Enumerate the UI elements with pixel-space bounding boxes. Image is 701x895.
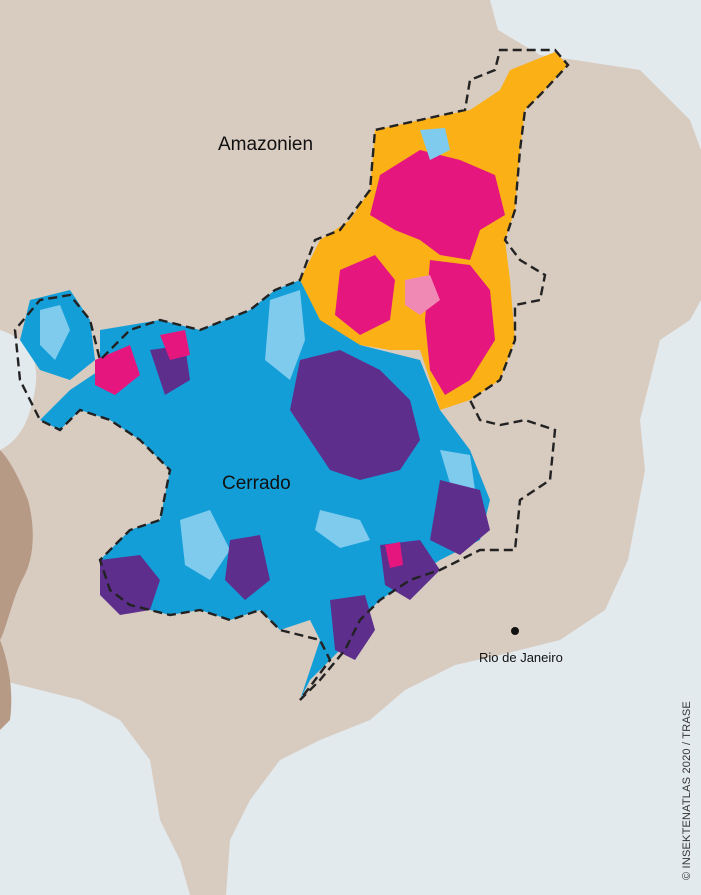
region-magenta-cerrado-2 <box>160 330 190 360</box>
coast-notch <box>0 330 37 450</box>
region-lightblue-1 <box>40 305 70 360</box>
region-purple-3 <box>100 555 160 615</box>
region-magenta-cerrado-3 <box>385 542 403 568</box>
region-lightblue-5 <box>315 510 370 548</box>
region-pink <box>405 275 440 315</box>
region-magenta-east <box>425 260 495 395</box>
region-lightblue-north <box>420 128 450 160</box>
source-credit: © INSEKTENATLAS 2020 / TRASE <box>681 701 693 880</box>
region-lightblue-2 <box>265 290 305 380</box>
region-label-amazon: Amazonien <box>218 134 314 155</box>
andes-relief <box>0 450 33 640</box>
region-magenta-west <box>335 255 395 335</box>
region-magenta-north <box>370 150 505 260</box>
region-purple-4 <box>225 535 270 600</box>
region-purple-2 <box>430 480 490 555</box>
region-label-cerrado: Cerrado <box>222 473 291 494</box>
biome-boundary <box>13 48 570 701</box>
city-label-rio: Rio de Janeiro <box>479 650 563 665</box>
region-lightblue-3 <box>180 510 230 580</box>
region-purple-8 <box>350 400 395 455</box>
andes-relief-south <box>0 640 12 730</box>
city-marker-rio <box>511 627 519 635</box>
region-purple-5 <box>330 595 375 660</box>
region-magenta-cerrado-1 <box>95 345 140 395</box>
